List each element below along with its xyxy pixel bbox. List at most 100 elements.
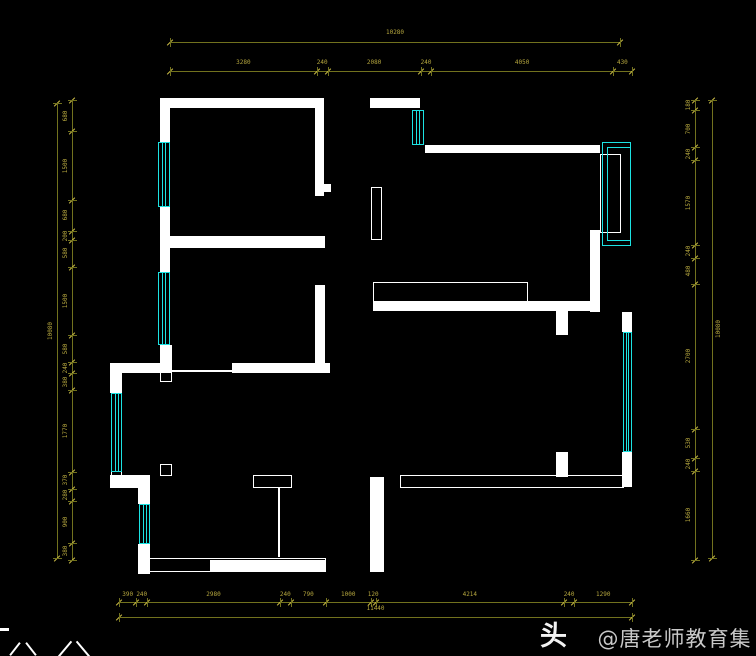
wall-segment xyxy=(370,98,420,108)
dimension-label: 2980 xyxy=(206,591,221,598)
dimension-label: 480 xyxy=(685,265,692,277)
dimension-label: 1570 xyxy=(685,195,692,210)
dimension-extension xyxy=(691,283,700,285)
dimension-label: 240 xyxy=(279,591,291,598)
dimension-extension xyxy=(420,67,422,76)
dimension-extension xyxy=(68,471,77,473)
wall-segment xyxy=(278,487,280,557)
dimension-extension xyxy=(53,558,62,559)
dimension-extension xyxy=(290,598,292,607)
dimension-label: 680 xyxy=(62,110,69,121)
dimension-label: 240 xyxy=(62,362,69,373)
dimension-label: 900 xyxy=(62,516,69,528)
dimension-line xyxy=(170,42,620,43)
dimension-label: 1500 xyxy=(62,158,69,173)
dimension-label: 1660 xyxy=(685,508,692,523)
wall-outline-segment xyxy=(143,558,326,572)
wall-outline-segment xyxy=(160,464,172,476)
dimension-extension xyxy=(691,147,700,149)
dimension-label: 4214 xyxy=(462,591,478,598)
dimension-label: 240 xyxy=(420,59,432,66)
window-segment xyxy=(111,393,122,472)
dimension-extension xyxy=(68,100,77,101)
dimension-extension xyxy=(68,131,77,133)
dimension-extension xyxy=(574,598,576,607)
dimension-extension xyxy=(170,38,171,47)
wall-segment xyxy=(110,363,172,373)
dimension-extension xyxy=(691,100,700,101)
dimension-label: 240 xyxy=(685,148,692,160)
dimension-extension xyxy=(708,558,717,559)
wall-segment xyxy=(370,477,384,572)
ucs-axis-dash xyxy=(0,628,9,631)
wall-segment xyxy=(160,207,170,272)
dimension-line xyxy=(119,617,632,618)
ucs-axis-arm2-left xyxy=(57,640,73,656)
dimension-label: 680 xyxy=(62,210,69,221)
dimension-extension xyxy=(327,67,329,76)
dimension-extension xyxy=(53,103,62,104)
wall-segment xyxy=(556,452,568,477)
wall-segment xyxy=(210,560,326,572)
dimension-label: 240 xyxy=(563,591,575,598)
dimension-extension xyxy=(691,160,700,162)
dimension-extension xyxy=(119,613,120,622)
dimension-extension xyxy=(632,613,633,622)
dimension-extension xyxy=(691,457,700,459)
wall-outline-segment xyxy=(400,475,624,488)
dimension-label: 3280 xyxy=(236,59,251,66)
ucs-axis-arm2-right xyxy=(75,640,91,656)
dimension-label: 280 xyxy=(62,489,69,501)
dimension-label: 1290 xyxy=(596,591,611,598)
dimension-extension xyxy=(632,598,633,607)
wall-segment xyxy=(373,301,595,311)
dimension-label: 380 xyxy=(62,545,69,557)
dimension-extension xyxy=(691,560,700,561)
wall-segment xyxy=(622,312,632,332)
dimension-label: 240 xyxy=(136,591,148,598)
wall-segment xyxy=(138,478,150,504)
wall-segment xyxy=(315,106,324,196)
dimension-extension xyxy=(68,560,77,561)
wall-outline-segment xyxy=(373,282,528,302)
dimension-extension xyxy=(279,598,281,607)
dimension-label: 10280 xyxy=(385,29,405,36)
dimension-extension xyxy=(691,257,700,259)
wall-segment xyxy=(556,310,568,335)
dimension-extension xyxy=(691,429,700,431)
dimension-label: 4050 xyxy=(514,59,530,66)
dimension-label: 180 xyxy=(685,99,692,111)
dimension-extension xyxy=(68,231,77,233)
wall-segment xyxy=(110,363,122,393)
dimension-line xyxy=(72,100,73,560)
dimension-label: 2700 xyxy=(685,349,692,364)
dimension-extension xyxy=(375,598,377,607)
ucs-axis-arm-right xyxy=(25,642,37,656)
dimension-extension xyxy=(708,100,717,101)
dimension-line xyxy=(57,103,58,558)
wall-segment xyxy=(160,98,324,108)
dimension-label: 240 xyxy=(316,59,328,66)
dimension-extension xyxy=(316,67,318,76)
dimension-label: 790 xyxy=(302,591,314,598)
dimension-label: 430 xyxy=(616,59,628,66)
dimension-label: 530 xyxy=(685,437,692,449)
wall-segment xyxy=(138,544,150,574)
watermark: 头条 @唐老师教育集团 xyxy=(540,614,756,656)
wall-segment xyxy=(324,184,331,192)
dimension-line xyxy=(170,71,632,72)
wall-segment xyxy=(160,108,170,142)
wall-segment xyxy=(315,285,325,373)
dimension-label: 370 xyxy=(62,474,69,486)
dimension-extension xyxy=(68,488,77,490)
dimension-extension xyxy=(691,109,700,111)
watermark-account: @唐老师教育集团 xyxy=(597,627,752,651)
dimension-line xyxy=(712,100,713,558)
wall-segment xyxy=(170,236,325,248)
dimension-extension xyxy=(325,598,327,607)
wall-outline-segment xyxy=(160,372,172,382)
dimension-label: 700 xyxy=(685,123,692,134)
dimension-extension xyxy=(563,598,565,607)
dimension-extension xyxy=(119,598,120,607)
